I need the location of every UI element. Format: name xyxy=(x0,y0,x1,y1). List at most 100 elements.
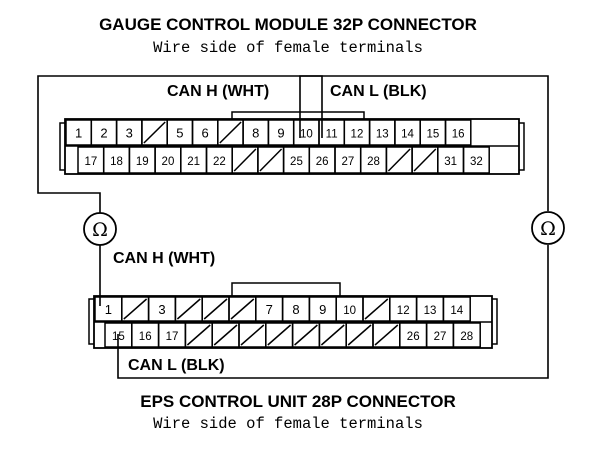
test-wires xyxy=(37,75,549,379)
pin-number: 9 xyxy=(277,126,284,141)
pin-cell xyxy=(362,296,391,322)
pin-number: 14 xyxy=(401,129,414,141)
pin-cell: 28 xyxy=(359,146,388,174)
pin-cell xyxy=(265,322,294,348)
right-ohm-symbol: Ω xyxy=(540,218,556,240)
pin-cell: 18 xyxy=(102,146,131,174)
pin-cell: 16 xyxy=(444,119,472,146)
empty-pin-slash xyxy=(267,324,292,346)
pin-box xyxy=(442,296,471,322)
right-ohmmeter: Ω xyxy=(531,211,565,245)
pin-number: 9 xyxy=(319,302,326,317)
pin-cell: 19 xyxy=(128,146,156,174)
can-h-wire xyxy=(37,75,323,213)
pin-cell xyxy=(411,146,439,174)
empty-pin-slash xyxy=(143,121,166,144)
eps-can-h-label: CAN H (WHT) xyxy=(113,250,215,267)
pin-cell: 14 xyxy=(442,296,471,322)
pin-number: 15 xyxy=(426,129,439,141)
pin-number: 3 xyxy=(158,302,165,317)
pin-number: 2 xyxy=(100,126,107,141)
pin-number: 21 xyxy=(187,156,200,168)
left-ohm-symbol: Ω xyxy=(92,219,108,241)
pin-number: 12 xyxy=(397,305,410,317)
pin-box xyxy=(462,146,490,174)
pin-number: 25 xyxy=(290,156,303,168)
empty-pin-slash xyxy=(186,324,211,346)
gauge-connector-subtitle: Wire side of female terminals xyxy=(153,39,423,57)
empty-pin-slash xyxy=(387,148,411,172)
empty-pin-slash xyxy=(413,148,437,172)
pin-cell xyxy=(121,296,150,322)
gauge-can-h-label: CAN H (WHT) xyxy=(167,83,269,100)
pin-number: 10 xyxy=(300,129,313,141)
pin-cell xyxy=(184,322,213,348)
pin-cell: 6 xyxy=(191,119,219,146)
pin-number: 18 xyxy=(110,156,123,168)
pin-number: 7 xyxy=(266,302,273,317)
gauge-connector-title: GAUGE CONTROL MODULE 32P CONNECTOR xyxy=(99,15,477,34)
pin-cell xyxy=(211,322,240,348)
pin-cell: 32 xyxy=(462,146,490,174)
pin-cell: 31 xyxy=(437,146,465,174)
pin-cell: 3 xyxy=(147,296,177,322)
pin-number: 8 xyxy=(292,302,299,317)
empty-pin-slash xyxy=(219,121,242,144)
pin-number: 26 xyxy=(407,331,420,343)
pin-cell: 8 xyxy=(281,296,311,322)
pin-cell: 15 xyxy=(419,119,447,146)
pin-cell: 26 xyxy=(399,322,428,348)
empty-pin-slash xyxy=(320,324,345,346)
empty-pin-slash xyxy=(123,298,148,320)
pin-cell xyxy=(318,322,347,348)
pin-cell: 25 xyxy=(282,146,311,174)
pin-cell: 9 xyxy=(267,119,295,146)
pin-cell: 13 xyxy=(415,296,445,322)
pin-number: 28 xyxy=(367,156,380,168)
eps-connector-subtitle: Wire side of female terminals xyxy=(153,415,423,433)
pin-cell xyxy=(257,146,285,174)
pin-number: 19 xyxy=(136,156,149,168)
empty-pin-slash xyxy=(213,324,238,346)
pin-number: 16 xyxy=(139,331,152,343)
pin-number: 31 xyxy=(444,156,457,168)
pin-cell xyxy=(238,322,267,348)
pin-number: 5 xyxy=(176,126,183,141)
pin-cell: 12 xyxy=(389,296,418,322)
pin-cell xyxy=(385,146,413,174)
pin-box xyxy=(452,322,481,348)
pin-cell: 27 xyxy=(425,322,455,348)
pin-cell: 28 xyxy=(452,322,481,348)
eps-connector-title: EPS CONTROL UNIT 28P CONNECTOR xyxy=(140,392,456,411)
pin-cell xyxy=(372,322,401,348)
empty-pin-slash xyxy=(364,298,389,320)
pin-number: 27 xyxy=(341,156,354,168)
pin-cell: 27 xyxy=(334,146,362,174)
pin-cell: 8 xyxy=(242,119,270,146)
empty-pin-slash xyxy=(347,324,372,346)
pin-cell: 13 xyxy=(368,119,396,146)
empty-pin-slash xyxy=(240,324,265,346)
can-l-wire xyxy=(299,75,549,211)
pin-number: 17 xyxy=(84,156,97,168)
pin-cell: 5 xyxy=(166,119,194,146)
pin-number: 8 xyxy=(252,126,259,141)
pin-cell: 20 xyxy=(154,146,182,174)
pin-number: 10 xyxy=(343,305,356,317)
pin-cell: 3 xyxy=(115,119,143,146)
empty-pin-slash xyxy=(259,148,283,172)
gauge-can-l-label: CAN L (BLK) xyxy=(330,83,427,100)
pin-cell: 16 xyxy=(131,322,160,348)
pin-number: 16 xyxy=(452,129,465,141)
empty-pin-slash xyxy=(374,324,399,346)
pin-number: 14 xyxy=(450,305,463,317)
pin-cell: 1 xyxy=(65,119,93,146)
pin-cell xyxy=(231,146,259,174)
pin-number: 17 xyxy=(166,331,179,343)
